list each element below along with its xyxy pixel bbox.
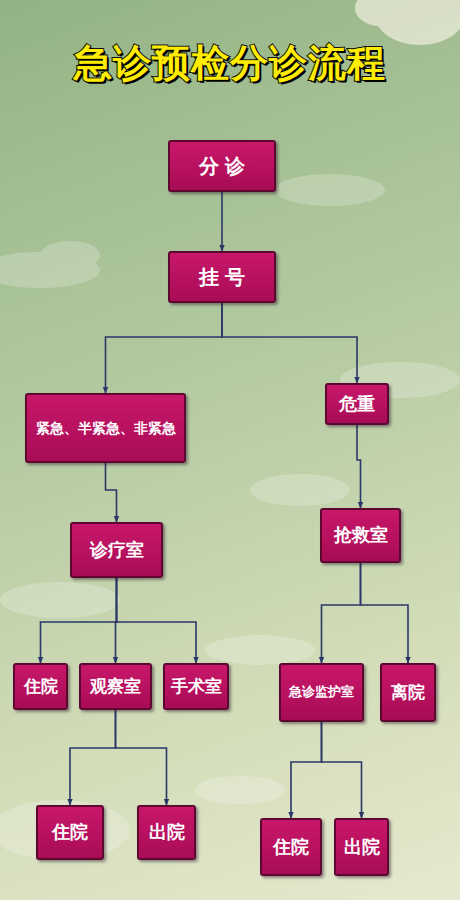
poster-title: 急诊预检分诊流程 [0,38,460,89]
process-box: 出院 [137,805,196,860]
box-label: 挂 号 [197,266,248,289]
process-box: 急诊监护室 [279,663,364,722]
flow-connector [322,722,362,818]
box-label: 观察室 [88,677,143,697]
box-label: 分 诊 [197,155,248,178]
flow-connector [361,563,409,663]
box-label: 住院 [271,837,311,858]
flow-connector [357,425,361,508]
process-box: 危重 [325,383,389,425]
process-box: 观察室 [79,663,152,710]
box-label: 住院 [22,677,60,697]
process-box: 出院 [334,818,389,876]
flow-connector [106,463,117,522]
flow-connector [116,578,117,663]
process-box: 离院 [380,663,436,722]
process-box: 住院 [36,805,104,860]
flow-connector [221,192,223,251]
flow-connector [322,563,361,663]
process-box: 紧急、半紧急、非紧急 [25,393,186,463]
box-label: 紧急、半紧急、非紧急 [34,420,178,436]
process-box: 诊疗室 [70,522,163,578]
box-label: 出院 [147,822,187,843]
flow-connector [106,303,223,393]
process-box: 分 诊 [168,140,276,192]
box-label: 离院 [389,683,427,703]
box-label: 诊疗室 [88,540,146,561]
flow-connector [291,722,322,818]
flow-connector [222,303,357,383]
flow-connector [41,578,117,663]
process-box: 手术室 [163,663,229,710]
process-box: 住院 [260,818,322,876]
flow-connector [116,710,167,805]
box-label: 抢救室 [332,525,390,546]
box-label: 出院 [342,837,382,858]
flow-connector [117,578,197,663]
process-box: 住院 [13,663,68,710]
box-label: 住院 [50,822,90,843]
box-label: 急诊监护室 [287,685,356,700]
box-label: 手术室 [169,677,224,697]
box-label: 危重 [337,394,377,415]
flow-connector [70,710,116,805]
process-box: 挂 号 [168,251,276,303]
process-box: 抢救室 [320,508,401,563]
